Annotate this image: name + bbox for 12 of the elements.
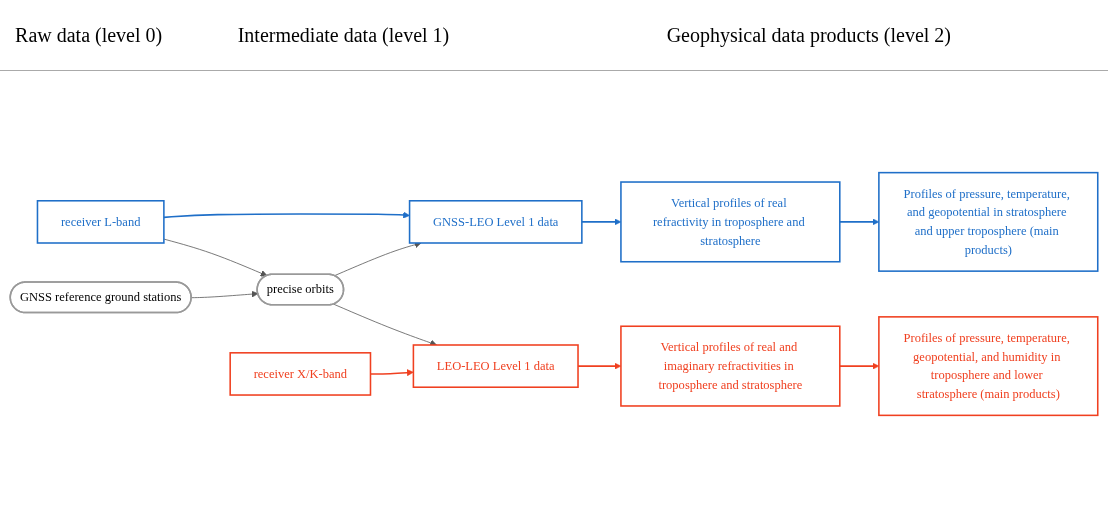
node-box: LEO-LEO Level 1 data xyxy=(412,344,579,388)
column-heading: Intermediate data (level 1) xyxy=(236,23,451,47)
node-box: Profiles of pressure, temperature, and geopotential in stratosphere and upper troposphere (main products) xyxy=(878,171,1099,272)
node-box: Vertical profiles of real and imaginary refractivities in troposphere and stratosphere xyxy=(620,325,841,407)
column-heading: Geophysical data products (level 2) xyxy=(665,23,952,47)
node-box: receiver X/K-band xyxy=(229,352,372,396)
arrow xyxy=(163,211,410,219)
node-box: Profiles of pressure, temperature, geopotential, and humidity in troposphere and lower stratosphere (main products) xyxy=(878,316,1099,417)
node-box: GNSS-LEO Level 1 data xyxy=(408,200,583,244)
column-heading: Raw data (level 0) xyxy=(14,23,164,47)
node-box: Vertical profiles of real refractivity in troposphere and stratosphere xyxy=(620,181,841,263)
node-box: receiver L-band xyxy=(36,200,165,244)
